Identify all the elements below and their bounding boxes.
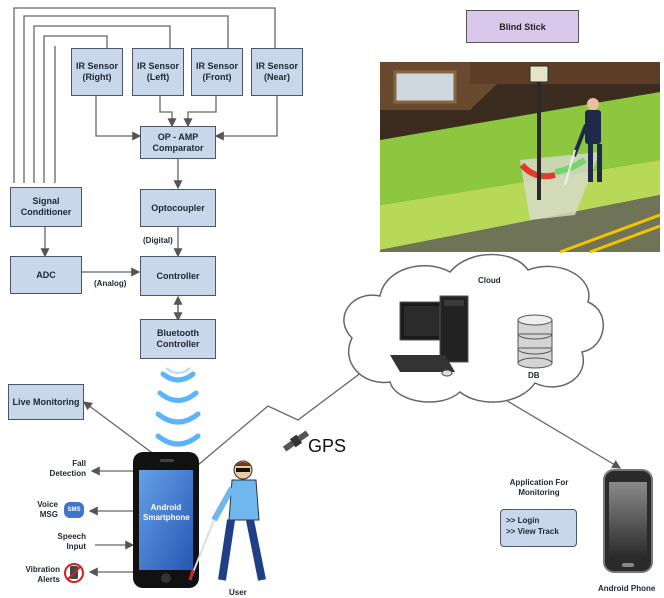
ir-sensor-front-label: IR Sensor (Front) bbox=[195, 61, 238, 82]
street-lamp-icon bbox=[537, 80, 541, 200]
bluetooth-controller-block: Bluetooth Controller bbox=[140, 319, 216, 359]
android-phone-label: Android Phone bbox=[598, 584, 656, 593]
cloud-label: Cloud bbox=[478, 276, 501, 285]
bluetooth-label: Bluetooth Controller bbox=[156, 328, 200, 349]
view-track-menu-item[interactable]: >> View Track bbox=[506, 527, 559, 536]
adc-block: ADC bbox=[10, 256, 82, 294]
monitoring-app-menu: >> Login >> View Track bbox=[500, 509, 577, 547]
controller-block: Controller bbox=[140, 256, 216, 296]
ir-sensor-left: IR Sensor (Left) bbox=[132, 48, 184, 96]
db-label: DB bbox=[528, 371, 540, 380]
ir-sensor-near-label: IR Sensor (Near) bbox=[255, 61, 298, 82]
comparator-label: OP - AMP Comparator bbox=[152, 131, 204, 153]
ir-sensor-left-label: IR Sensor (Left) bbox=[136, 61, 179, 82]
controller-label: Controller bbox=[156, 270, 200, 281]
signal-conditioner-block: Signal Conditioner bbox=[10, 187, 82, 227]
ir-sensor-right: IR Sensor (Right) bbox=[71, 48, 123, 96]
application-for-monitoring-label: Application For Monitoring bbox=[509, 478, 569, 497]
sms-icon: SMS bbox=[64, 502, 84, 518]
adc-label: ADC bbox=[36, 269, 56, 280]
optocoupler-label: Optocoupler bbox=[151, 202, 205, 213]
title-text: Blind Stick bbox=[499, 21, 546, 32]
op-amp-comparator-block: OP - AMP Comparator bbox=[140, 126, 216, 159]
fall-detection-label: Fall Detection bbox=[49, 459, 86, 478]
analog-edge-label: (Analog) bbox=[94, 279, 127, 288]
gps-label: GPS bbox=[308, 436, 347, 456]
voice-msg-label: Voice MSG bbox=[37, 500, 58, 519]
speech-input-label: Speech Input bbox=[57, 532, 86, 551]
ir-sensor-near: IR Sensor (Near) bbox=[251, 48, 303, 96]
live-monitoring-label: Live Monitoring bbox=[12, 396, 80, 407]
user-label: User bbox=[229, 588, 247, 597]
optocoupler-block: Optocoupler bbox=[140, 189, 216, 227]
signal-conditioner-label: Signal Conditioner bbox=[20, 196, 72, 217]
android-smartphone-label: Android Smartphone bbox=[143, 503, 190, 522]
blind-stick-title: Blind Stick bbox=[466, 10, 579, 43]
login-menu-item[interactable]: >> Login bbox=[506, 516, 540, 525]
ir-sensor-right-label: IR Sensor (Right) bbox=[75, 61, 118, 82]
vibration-alerts-label: Vibration Alerts bbox=[25, 565, 60, 584]
digital-edge-label: (Digital) bbox=[143, 236, 173, 245]
live-monitoring-block: Live Monitoring bbox=[8, 384, 84, 420]
ir-sensor-front: IR Sensor (Front) bbox=[191, 48, 243, 96]
